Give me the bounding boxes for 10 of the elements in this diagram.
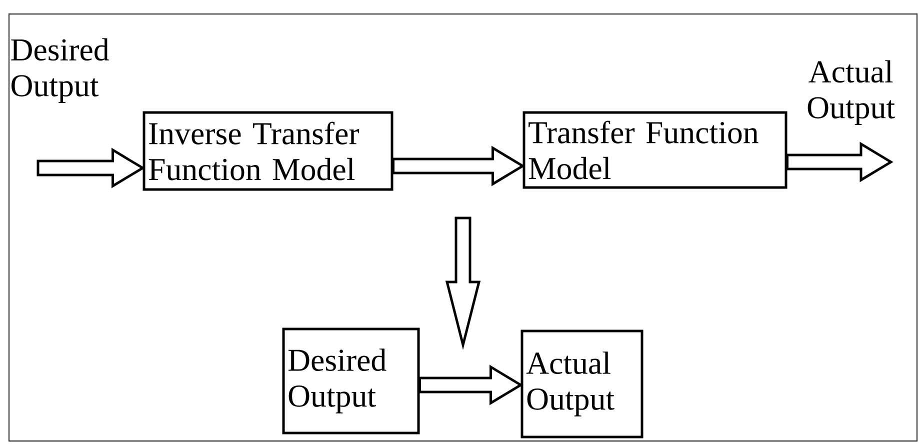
process-box: Desired Output: [282, 328, 420, 434]
process-box: Transfer Function Model: [522, 111, 788, 189]
signal-label: Actual Output: [808, 60, 895, 125]
process-box: Actual Output: [520, 330, 644, 438]
hollow-arrow: [418, 364, 524, 406]
process-box: Inverse Transfer Function Model: [142, 111, 394, 191]
hollow-arrow: [392, 146, 526, 186]
signal-label: Desired Output: [11, 38, 109, 103]
hollow-arrow: [36, 148, 146, 188]
hollow-arrow: [786, 142, 894, 182]
